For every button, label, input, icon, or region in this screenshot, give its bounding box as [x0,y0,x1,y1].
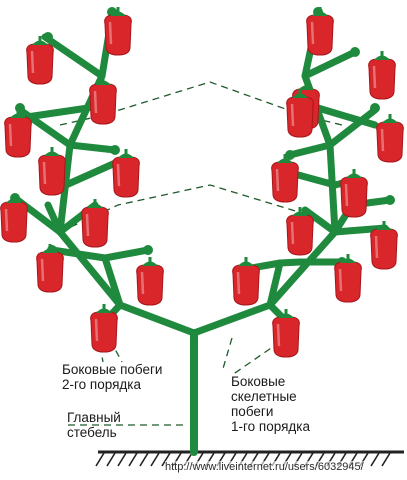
pepper-fruit [286,89,314,138]
branch [44,201,198,337]
branch [286,141,334,159]
branch [314,104,379,129]
pepper-fruit [286,207,314,256]
pepper-fruit [81,199,109,248]
pepper-fruit [26,36,54,85]
label-lateral-shoots-2nd-order: Боковые побеги 2-го порядка [62,362,163,392]
bud-tip [385,195,395,205]
pepper-fruit [376,114,404,163]
bud-tip [143,245,153,255]
pepper-fruit [112,149,140,198]
pepper-fruit [90,304,118,353]
pepper-fruit [334,254,362,303]
bud-tip [370,103,380,113]
pepper-fruit [370,221,398,270]
pepper-fruit [272,309,300,358]
bud-tip [350,47,360,57]
pepper-fruit [89,76,117,125]
pepper-fruit [36,244,64,293]
label-main-stem: Главный стебель [67,410,121,440]
pepper-fruit [271,154,299,203]
watermark-url: http://www.liveinternet.ru/users/6032945… [165,461,364,473]
pepper-fruit [38,147,66,196]
peppers [0,7,404,358]
branch [190,201,356,337]
bud-tip [43,32,53,42]
bud-tip [285,150,295,160]
pepper-fruit [136,257,164,306]
branch [16,104,92,122]
branch [301,206,339,236]
pepper-fruit [368,51,396,100]
pepper-fruit [4,109,32,158]
pepper-fruit [104,7,132,56]
pepper-fruit [0,194,28,243]
pepper-fruit [306,7,334,56]
branch [276,258,346,267]
bud-tip [110,145,120,155]
branch [66,141,119,154]
pepper-fruit [340,169,368,218]
branch [48,246,109,262]
label-lateral-skeletal-shoots-1st-order: Боковые скелетные побеги 1-го порядка [231,374,310,434]
branch [331,224,389,236]
pepper-fruit [232,257,260,306]
